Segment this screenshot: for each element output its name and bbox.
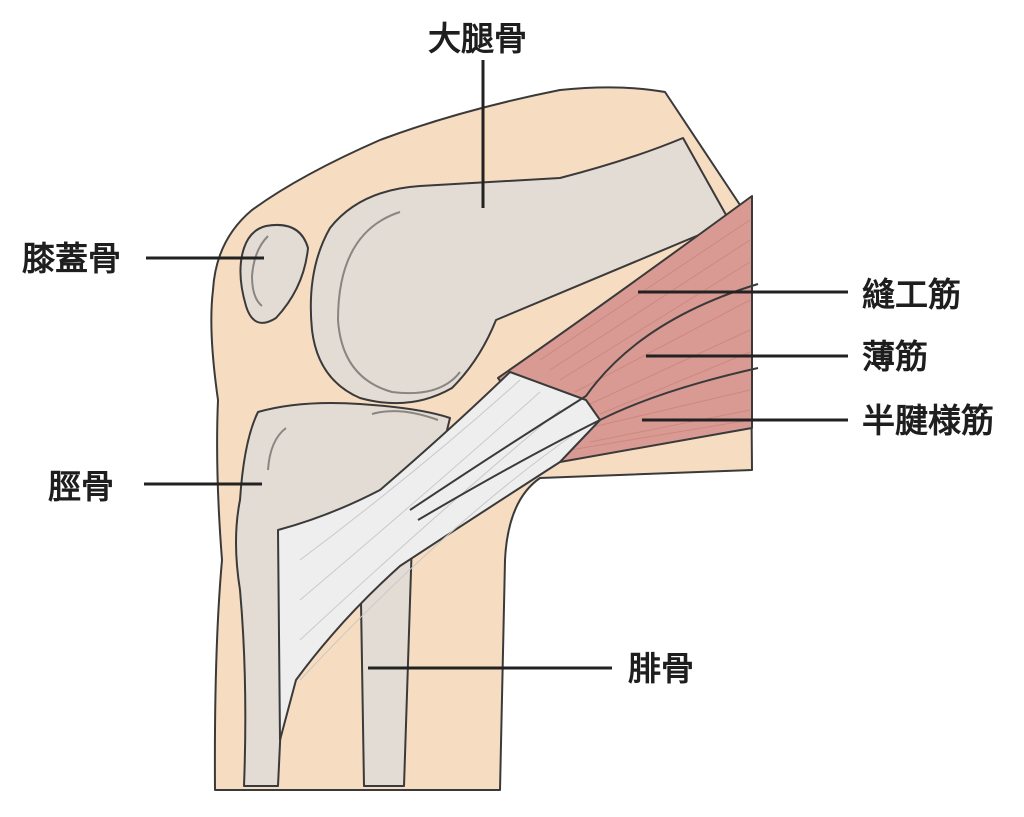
patella-inner-line <box>250 235 269 307</box>
label-femur: 大腿骨 <box>428 19 527 58</box>
femur-condyle-inner-line <box>336 211 461 395</box>
label-semitendinosus: 半腱様筋 <box>862 401 994 440</box>
muscle-fibres <box>539 219 751 451</box>
patella <box>239 224 309 324</box>
tibia-edge-line <box>267 427 287 471</box>
sartorius-gracilis-divider <box>409 283 759 511</box>
tendon-fibres <box>299 379 581 681</box>
pes-anserinus-tendons <box>277 371 601 741</box>
label-tibia: 脛骨 <box>48 467 114 506</box>
gracilis-semitendinosus-divider <box>417 367 759 521</box>
label-fibula: 腓骨 <box>628 649 694 688</box>
femur <box>309 137 731 405</box>
label-sartorius: 縫工筋 <box>862 275 961 314</box>
label-gracilis: 薄筋 <box>862 337 928 376</box>
label-patella: 膝蓋骨 <box>22 239 121 278</box>
tibia-plateau-line <box>371 410 439 421</box>
